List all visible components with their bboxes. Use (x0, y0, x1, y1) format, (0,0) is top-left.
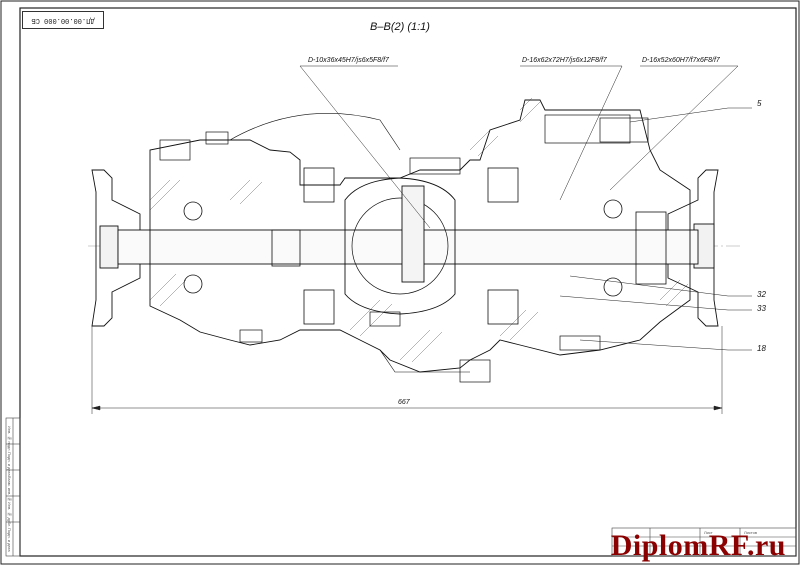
position-number: 5 (757, 99, 762, 108)
strip-label: Инв. № подл. (7, 426, 12, 452)
strip-label: Взам. инв. № (7, 476, 12, 502)
fit-callout-2: D-16x62x72H7/js6x12F8/f7 (522, 57, 607, 64)
fit-callout-3: D-16x52x60H7/f7x6F8/f7 (642, 57, 720, 64)
strip-label: Инв. № дубл. (7, 502, 12, 528)
position-number: 32 (757, 290, 766, 299)
title-block-label: Лист (704, 530, 713, 535)
position-number: 18 (757, 344, 766, 353)
title-block (611, 527, 797, 557)
fit-callout-1: D-10x36x45H7/js6x5F8/f7 (308, 57, 389, 64)
drawing-frame (19, 7, 797, 557)
strip-label: Подп. и дата (7, 452, 12, 476)
section-hatching (149, 97, 689, 363)
leader-lines (299, 65, 752, 351)
overall-dimension-label: 667 (398, 399, 410, 406)
title-block-label: Листов (744, 530, 757, 535)
site-watermark: DiplomRF.ru (610, 529, 786, 562)
strip-label: Подп. и дата (7, 528, 12, 552)
drawing-number-stamp: ДП.00.00.000 СБ (22, 11, 104, 29)
position-number: 33 (757, 304, 766, 313)
section-title: В–В(2) (1:1) (370, 21, 430, 33)
left-binding-strip (5, 417, 21, 557)
gearbox-assembly (91, 99, 719, 383)
dimension-line (91, 326, 723, 414)
